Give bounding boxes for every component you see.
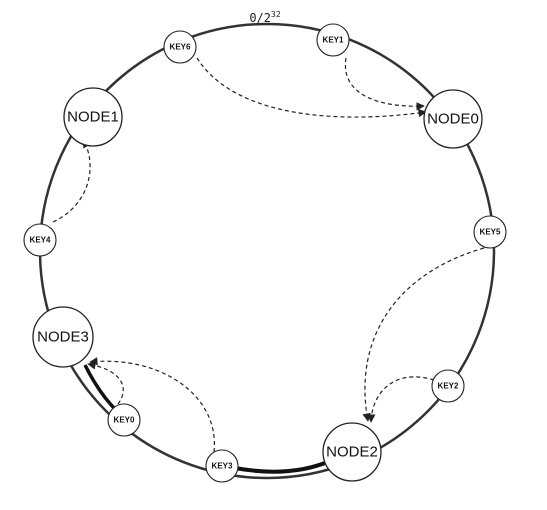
mapping-arrow-key6-node0 — [196, 57, 427, 118]
key-label: KEY1 — [323, 36, 344, 45]
key-key6: KEY6 — [163, 30, 197, 64]
node-label: NODE2 — [326, 444, 378, 461]
key-key5: KEY5 — [473, 215, 507, 249]
key-label: KEY2 — [438, 382, 459, 391]
node-node0: NODE0 — [423, 89, 483, 149]
key-key2: KEY2 — [431, 369, 465, 403]
key-label: KEY4 — [30, 236, 51, 245]
node-label: NODE1 — [67, 109, 119, 126]
mapping-arrow-key1-node0 — [344, 57, 425, 111]
node-label: NODE0 — [427, 111, 479, 128]
node-label: NODE3 — [37, 329, 89, 346]
ring-origin-label: 0/232 — [249, 10, 281, 25]
key-label: KEY3 — [212, 462, 233, 471]
mapping-arrow-key5-node2 — [362, 247, 485, 422]
key-key0: KEY0 — [107, 403, 141, 437]
node-node1: NODE1 — [63, 87, 123, 147]
node-node3: NODE3 — [32, 306, 94, 368]
key-label: KEY6 — [170, 43, 191, 52]
key-key3: KEY3 — [205, 449, 239, 483]
node-node2: NODE2 — [322, 422, 382, 482]
hash-ring-thick-segment — [234, 459, 331, 474]
mapping-arrow-key3-node3 — [89, 357, 215, 453]
key-label: KEY0 — [114, 416, 135, 425]
key-label: KEY5 — [480, 228, 501, 237]
mapping-arrow-key4-node1 — [52, 139, 91, 223]
key-key4: KEY4 — [23, 223, 57, 257]
key-key1: KEY1 — [316, 23, 350, 57]
mapping-arrow-key2-node2 — [367, 376, 435, 423]
